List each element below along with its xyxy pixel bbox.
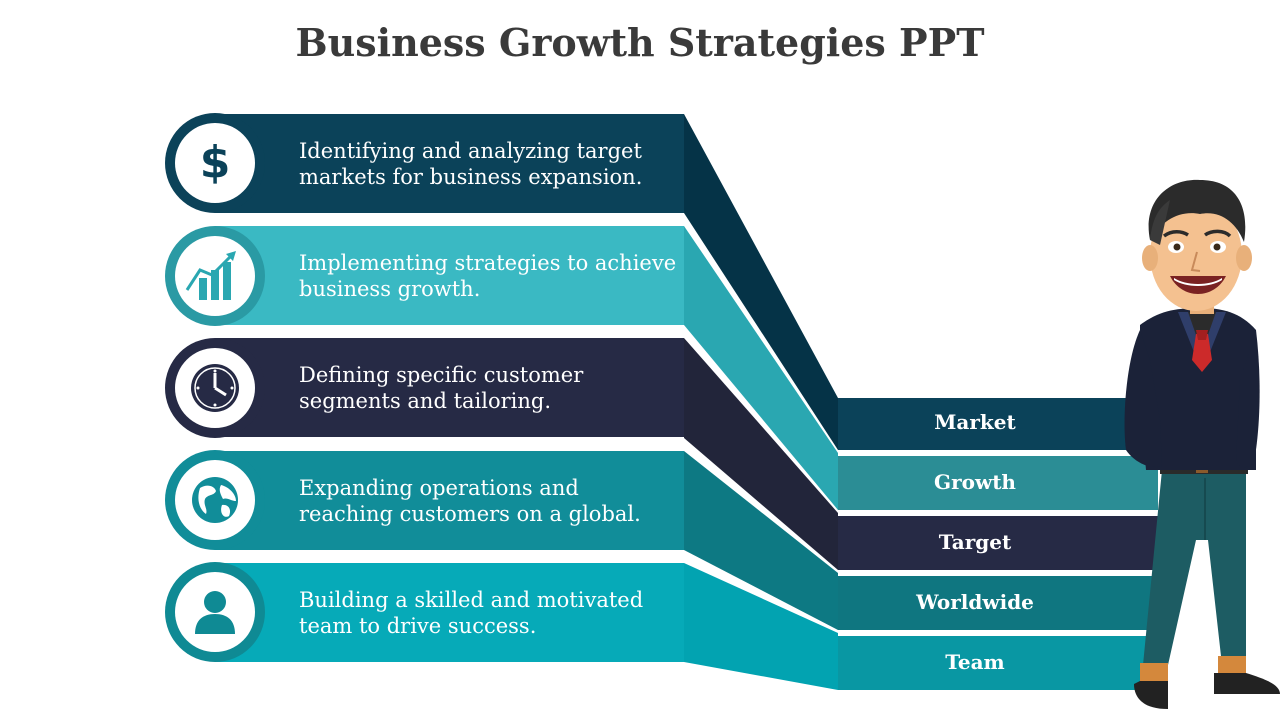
growth-chart-icon: [185, 251, 236, 300]
band-text-growth: Implementing strategies to achieve busin…: [299, 251, 677, 301]
businessman-illustration: [1124, 179, 1280, 709]
connector-market: [684, 114, 838, 450]
svg-text:$: $: [200, 137, 231, 188]
bar-label-target: Target: [938, 530, 1012, 554]
connector-growth: [684, 226, 838, 510]
band-text-team: Building a skilled and motivated team to…: [299, 588, 644, 638]
globe-icon: [192, 477, 238, 523]
bar-label-market: Market: [934, 410, 1016, 434]
user-icon: [195, 591, 235, 634]
bar-market: [838, 398, 1158, 450]
bar-team: [838, 636, 1158, 690]
bar-label-growth: Growth: [934, 470, 1016, 494]
bar-growth: [838, 456, 1158, 510]
bar-target: [838, 516, 1158, 570]
bar-label-worldwide: Worldwide: [916, 590, 1034, 614]
band-text-target: Defining specific customer segments and …: [299, 363, 584, 413]
band-text-market: Identifying and analyzing target markets…: [299, 139, 643, 189]
band-4: [215, 451, 684, 550]
clock-icon: [191, 364, 239, 412]
connector-target: [684, 338, 838, 570]
band-5: [215, 563, 684, 662]
band-3: [215, 338, 684, 437]
dollar-icon: $: [200, 137, 231, 188]
connector-team: [684, 563, 838, 690]
connector-worldwide: [684, 451, 838, 630]
icon-circle-1: [165, 113, 265, 213]
page-title: Business Growth Strategies PPT: [295, 20, 985, 65]
bar-label-team: Team: [945, 650, 1005, 674]
band-text-worldwide: Expanding operations and reaching custom…: [299, 476, 641, 526]
band-2: [215, 226, 684, 325]
band-1: [215, 114, 684, 213]
bar-worldwide: [838, 576, 1158, 630]
